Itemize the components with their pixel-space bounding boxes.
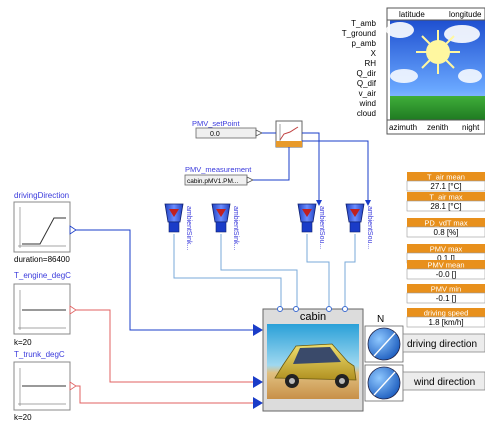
t-trunk-block[interactable]: T_trunk_degC k=20	[13, 350, 77, 421]
readout-label: driving speed	[424, 309, 469, 318]
pmv-setpoint-block[interactable]: 0.0	[195, 127, 257, 139]
readout-label: PMV min	[431, 285, 461, 294]
svg-text:wind direction: wind direction	[413, 377, 475, 388]
weather-input-label: v_air	[359, 89, 377, 98]
signal-lines	[75, 132, 369, 331]
weather-input-label: X	[371, 49, 377, 58]
readout-label: PMV max	[430, 245, 463, 254]
readout-value: -0.0 []	[436, 270, 456, 279]
weather-bottom-label: night	[462, 123, 480, 132]
weather-bottom-label: zenith	[427, 123, 448, 132]
source-name: T_trunk_degC	[14, 350, 65, 359]
readout-label: PMV mean	[427, 261, 464, 270]
readout-value: -0.1 []	[436, 294, 456, 303]
weather-input-label: Q_dif	[357, 79, 377, 88]
ambient-sink-icon[interactable]	[211, 203, 231, 233]
temperature-wires	[76, 309, 253, 404]
cabin-block[interactable]: cabin	[262, 306, 364, 412]
pmv-setpoint-value: 0.0	[210, 131, 220, 138]
pmv-measurement-name: PMV_measurement	[185, 165, 252, 174]
weather-block[interactable]: latitude longitude azimuth zenith night	[386, 7, 485, 135]
t-engine-block[interactable]: T_engine_degC k=20	[13, 271, 77, 347]
pmv-measurement-value: cabin.pMV1.PM...	[187, 178, 238, 185]
readout-box: PMV mean-0.0 []	[406, 260, 485, 280]
readout-value: 1.8 [km/h]	[428, 318, 463, 327]
driving-direction-block[interactable]: drivingDirection duration=86400	[13, 191, 77, 264]
cabin-label: cabin	[300, 311, 326, 323]
wind-direction-gauge[interactable]	[364, 364, 404, 402]
readout-label: PD_vdT max	[424, 219, 467, 228]
north-label: N	[377, 314, 384, 325]
driving-direction-gauge[interactable]	[364, 325, 404, 363]
readout-value: 0.1 []	[437, 254, 455, 263]
readout-value: 28.1 [°C]	[430, 202, 461, 211]
pmv-measurement-block[interactable]: cabin.pMV1.PM...	[184, 174, 248, 186]
pmv-setpoint-name: PMV_setPoint	[192, 119, 240, 128]
car-icon	[274, 343, 357, 388]
weather-input-label: Q_dir	[356, 69, 376, 78]
sun-icon	[416, 30, 460, 74]
weather-input-label: p_amb	[352, 39, 377, 48]
ambient-sink-label: ambientSou...	[366, 206, 373, 249]
weather-input-label: cloud	[357, 109, 376, 118]
weather-top-label: latitude	[399, 10, 425, 19]
fluid-lines	[173, 234, 356, 309]
weather-input-label: T_amb	[351, 19, 376, 28]
ambient-sink-label: ambientSink...	[232, 206, 239, 250]
ambient-sinks: ambientSink... ambientSink... ambientSou..…	[164, 203, 373, 250]
readout-box: PMV min-0.1 []	[406, 284, 485, 304]
svg-text:driving direction: driving direction	[407, 339, 477, 350]
ambient-sink-icon[interactable]	[345, 203, 365, 233]
weather-bottom-label: azimuth	[389, 123, 417, 132]
ambient-sink-label: ambientSink...	[185, 206, 192, 250]
controller-block[interactable]	[275, 120, 303, 148]
weather-input-label: wind	[359, 99, 376, 108]
ambient-sink-label: ambientSou...	[318, 206, 325, 249]
readout-label: T_air max	[429, 193, 463, 202]
source-param: duration=86400	[14, 255, 70, 264]
source-name: T_engine_degC	[14, 271, 71, 280]
readout-value: 27.1 [°C]	[430, 182, 461, 191]
ambient-sink-icon[interactable]	[164, 203, 184, 233]
source-name: drivingDirection	[14, 191, 69, 200]
weather-input-label: RH	[364, 59, 376, 68]
source-param: k=20	[14, 338, 32, 347]
source-param: k=20	[14, 413, 32, 421]
ambient-sink-icon[interactable]	[297, 203, 317, 233]
weather-inputs: T_ambT_groundp_ambXRHQ_dirQ_difv_airwind…	[342, 19, 377, 118]
wind-direction-label: wind direction	[402, 371, 485, 391]
readout-label: T_air mean	[427, 173, 465, 182]
driving-direction-label: driving direction	[402, 333, 485, 353]
weather-top-label: longitude	[449, 10, 482, 19]
weather-input-label: T_ground	[342, 29, 376, 38]
readout-value: 0.8 [%]	[434, 228, 459, 237]
